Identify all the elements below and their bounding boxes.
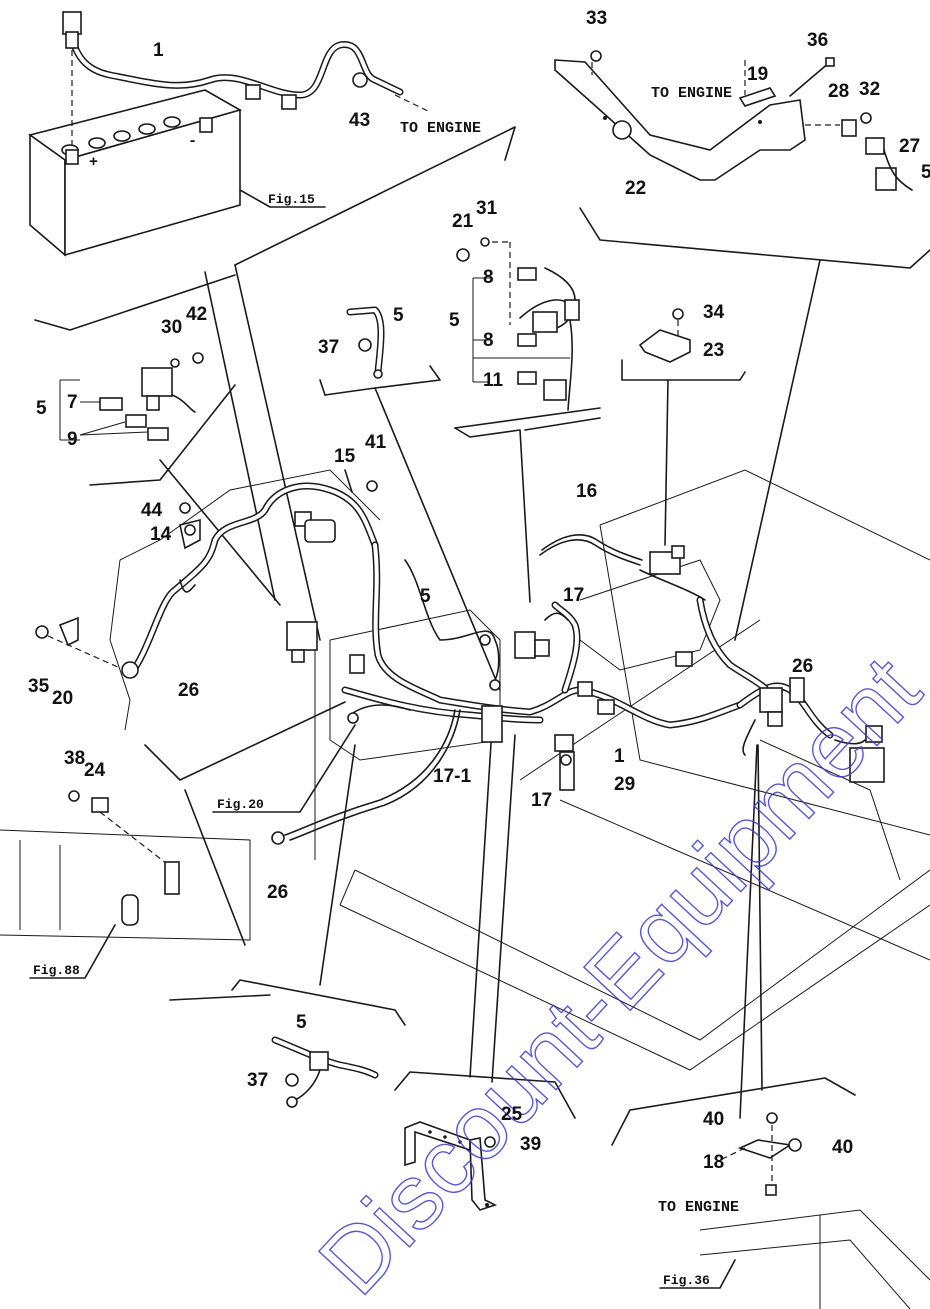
part-label-5-detail: 5: [393, 305, 404, 326]
fig-ref-20: Fig.20: [217, 797, 264, 812]
part-label-14: 14: [150, 524, 172, 545]
part-label-24: 24: [84, 760, 106, 781]
bracket-25-detail: [404, 1121, 498, 1211]
detail-bottom-5-37: [271, 1036, 379, 1108]
part-label-18: 18: [703, 1152, 724, 1173]
note-to-engine-ground: TO ENGINE: [658, 1199, 739, 1216]
part-label-42: 42: [186, 304, 207, 325]
machine-body-outline: [0, 469, 930, 1071]
part-label-39: 39: [520, 1134, 541, 1155]
bracket-24-detail: [68, 790, 180, 926]
part-label-5-bottom: 5: [296, 1012, 307, 1033]
fig-ref-36: Fig.36: [663, 1273, 710, 1288]
part-label-37-lower: 37: [247, 1070, 268, 1091]
battery-detail: + -: [28, 11, 431, 257]
part-label-40-left: 40: [703, 1109, 724, 1130]
bracket-23-detail: [638, 308, 691, 363]
main-harness: [271, 469, 885, 845]
part-label-17-upper: 17: [563, 585, 584, 606]
harness-left-run: [35, 482, 379, 679]
part-label-7: 7: [67, 392, 78, 413]
part-label-31: 31: [476, 198, 498, 219]
part-label-21: 21: [452, 211, 474, 232]
part-label-27: 27: [899, 136, 920, 157]
part-label-19: 19: [747, 64, 768, 85]
part-label-44: 44: [141, 500, 163, 521]
part-label-17-lower: 17: [531, 790, 552, 811]
part-label-32: 32: [859, 79, 880, 100]
part-label-15: 15: [334, 446, 356, 467]
part-label-25: 25: [501, 1104, 523, 1125]
fig-ref-15: Fig.15: [268, 192, 315, 207]
part-label-40-right: 40: [832, 1137, 853, 1158]
part-label-1: 1: [153, 40, 164, 61]
part-label-8-upper: 8: [483, 267, 494, 288]
note-to-engine-battery: TO ENGINE: [400, 120, 481, 137]
bracket-22-detail: [554, 50, 913, 191]
engine-notes: TO ENGINE TO ENGINE TO ENGINE: [400, 85, 739, 1216]
part-label-36: 36: [807, 30, 828, 51]
note-to-engine-bracket: TO ENGINE: [651, 85, 732, 102]
part-label-38: 38: [64, 748, 85, 769]
part-label-17-1: 17-1: [433, 766, 471, 787]
part-label-9: 9: [67, 429, 78, 450]
part-label-30: 30: [161, 317, 182, 338]
callout-leaders: [34, 126, 930, 1146]
part-label-28: 28: [828, 81, 849, 102]
watermark: Discount-Equipment: [299, 638, 930, 1309]
part-label-29: 29: [614, 774, 635, 795]
relay-detail-7-9: [59, 352, 204, 441]
fig-ref-88: Fig.88: [33, 963, 80, 978]
part-label-20: 20: [52, 688, 73, 709]
part-label-11: 11: [483, 370, 504, 391]
figure-reference-lines: [29, 189, 736, 1289]
negative-terminal-mark: -: [188, 133, 197, 150]
part-label-5-center: 5: [420, 586, 431, 607]
part-label-33: 33: [586, 8, 607, 29]
part-label-5-topright: 5: [921, 162, 930, 183]
part-number-labels: 1 43 33 36 19 28 32 27 5 22 21 31 8 5 8 …: [28, 8, 930, 1173]
detail-37-5: [346, 306, 385, 379]
figure-references: Fig.15 Fig.20 Fig.88 Fig.36: [33, 192, 710, 1288]
detail-18-40: [699, 1112, 930, 1309]
part-label-8-lower: 8: [483, 330, 494, 351]
part-label-35: 35: [28, 676, 50, 697]
part-label-22: 22: [625, 178, 646, 199]
part-label-37-upper: 37: [318, 337, 339, 358]
positive-terminal-mark: +: [89, 154, 98, 171]
part-label-16: 16: [576, 481, 597, 502]
part-label-5-connectors: 5: [449, 310, 460, 331]
part-label-26-right: 26: [792, 656, 813, 677]
detail-connectors-8-11: [456, 237, 580, 411]
part-label-26-lower: 26: [267, 882, 288, 903]
part-label-5-relay: 5: [36, 398, 47, 419]
part-label-34: 34: [703, 302, 725, 323]
part-label-43: 43: [349, 110, 370, 131]
part-label-1-center: 1: [614, 746, 625, 767]
part-label-41: 41: [365, 432, 387, 453]
part-label-23: 23: [703, 340, 724, 361]
svg-text:Discount-Equipment: Discount-Equipment: [300, 638, 930, 1309]
part-label-26-left: 26: [178, 680, 199, 701]
